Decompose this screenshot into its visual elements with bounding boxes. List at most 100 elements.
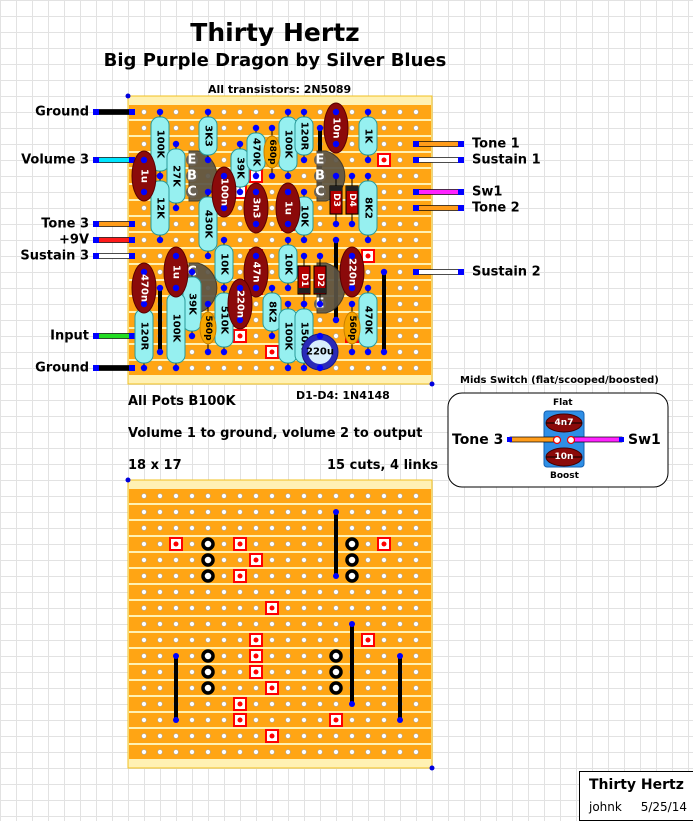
resistor-value: 8K2 (363, 197, 374, 219)
top-hole (397, 173, 403, 179)
bottom-hole (381, 509, 387, 515)
top-hole (413, 333, 419, 339)
bottom-link-end (173, 653, 179, 659)
offboard-wire (95, 157, 133, 163)
bottom-hole (365, 589, 371, 595)
top-corner-dot (125, 93, 131, 99)
stamp-author: johnk (589, 800, 622, 814)
bottom-hole (349, 525, 355, 531)
bottom-hole (333, 621, 339, 627)
component-pad (172, 364, 180, 372)
bottom-hole (397, 557, 403, 563)
bottom-hole (365, 717, 371, 723)
top-hole (269, 221, 275, 227)
component-pad (380, 348, 388, 356)
bottom-hole (141, 509, 147, 515)
bottom-hole (285, 685, 291, 691)
component-pad (332, 172, 340, 180)
bottom-hole (269, 621, 275, 627)
wire-end-pad (129, 333, 135, 339)
bottom-hole (301, 541, 307, 547)
bottom-hole (333, 701, 339, 707)
bottom-hole (189, 717, 195, 723)
bottom-hole (221, 605, 227, 611)
diode-body (313, 265, 327, 295)
bottom-hole (285, 525, 291, 531)
bottom-hole (365, 605, 371, 611)
top-hole (413, 237, 419, 243)
bottom-hole (285, 605, 291, 611)
bottom-hole (301, 605, 307, 611)
resistor-value: 100K (171, 314, 182, 344)
capacitor-value: 1u (283, 201, 294, 215)
bottom-hole (189, 621, 195, 627)
top-hole (189, 109, 195, 115)
bottom-hole (381, 685, 387, 691)
track-cut-dot (381, 541, 387, 547)
bottom-hole (413, 589, 419, 595)
diodes-note: D1-D4: 1N4148 (296, 389, 390, 402)
bottom-hole (253, 685, 259, 691)
top-hole (413, 125, 419, 131)
bottom-hole (205, 637, 211, 643)
stamp-title: Thirty Hertz (589, 777, 684, 793)
component-pad (332, 108, 340, 116)
bottom-strip (129, 489, 431, 503)
resistor-value: 120R (139, 322, 150, 351)
transistor-pin-label: B (315, 169, 325, 184)
transistor-pin (186, 154, 198, 166)
bottom-hole (317, 509, 323, 515)
bottom-hole (269, 701, 275, 707)
board-size: 18 x 17 (128, 458, 182, 473)
bottom-hole (189, 573, 195, 579)
component-pad (268, 124, 276, 132)
bottom-hole (301, 717, 307, 723)
cuts-links-count: 15 cuts, 4 links (327, 458, 439, 473)
bottom-hole (173, 637, 179, 643)
bottom-hole (285, 509, 291, 515)
bottom-transistor-hole (201, 649, 215, 663)
bottom-hole (269, 509, 275, 515)
bottom-hole (237, 589, 243, 595)
switch-lug (552, 435, 562, 445)
bottom-hole (189, 701, 195, 707)
transistor-pin-label: E (316, 153, 325, 168)
bottom-hole (157, 717, 163, 723)
top-hole (397, 253, 403, 259)
top-hole (253, 301, 259, 307)
bottom-hole (301, 669, 307, 675)
bottom-hole (397, 493, 403, 499)
component-pad (284, 172, 292, 180)
bottom-hole (397, 749, 403, 755)
wire-end-pad (413, 157, 419, 163)
capacitor-value: 100n (219, 178, 230, 206)
track-cut-dot (253, 669, 259, 675)
bottom-hole (413, 653, 419, 659)
capacitor-value: 680p (267, 139, 277, 165)
component-pad (316, 364, 324, 372)
bottom-hole (221, 749, 227, 755)
top-hole (237, 253, 243, 259)
bottom-corner-dot (125, 477, 131, 483)
bottom-hole (301, 621, 307, 627)
capacitor-value: 1u (171, 265, 182, 279)
bottom-hole (189, 669, 195, 675)
top-hole (173, 125, 179, 131)
component-pad (252, 284, 260, 292)
component-pad (172, 204, 180, 212)
bottom-hole (157, 749, 163, 755)
bottom-hole (301, 733, 307, 739)
component-pad (156, 284, 164, 292)
resistor-value: 12K (155, 197, 166, 220)
component-pad (332, 140, 340, 148)
top-hole (397, 349, 403, 355)
top-hole (189, 349, 195, 355)
component-pad (316, 300, 324, 308)
track-cut-dot (237, 541, 243, 547)
bottom-hole (397, 621, 403, 627)
bottom-hole (397, 541, 403, 547)
mids-wire-sw1 (569, 436, 623, 443)
bottom-hole (157, 637, 163, 643)
component-pad (220, 348, 228, 356)
bottom-hole (221, 653, 227, 659)
